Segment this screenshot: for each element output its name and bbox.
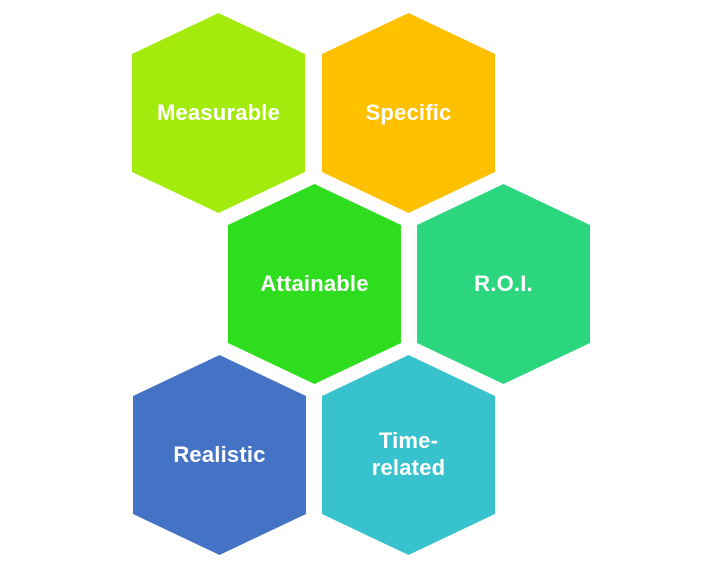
hexagon-measurable-label: Measurable [156, 99, 281, 125]
hexagon-attainable-label: Attainable [260, 270, 369, 296]
hexagon-roi: R.O.I. [417, 184, 590, 384]
hexagon-realistic-label: Realistic [173, 441, 266, 467]
hexagon-time-related-label: Time- related [371, 428, 446, 480]
hexagon-roi-label: R.O.I. [474, 270, 533, 296]
hexagon-time-related: Time- related [322, 355, 495, 555]
hexagon-attainable: Attainable [228, 184, 401, 384]
hexagon-specific-label: Specific [365, 99, 452, 125]
hexagon-measurable: Measurable [132, 13, 305, 213]
hexagon-specific: Specific [322, 13, 495, 213]
hexagon-realistic: Realistic [133, 355, 306, 555]
